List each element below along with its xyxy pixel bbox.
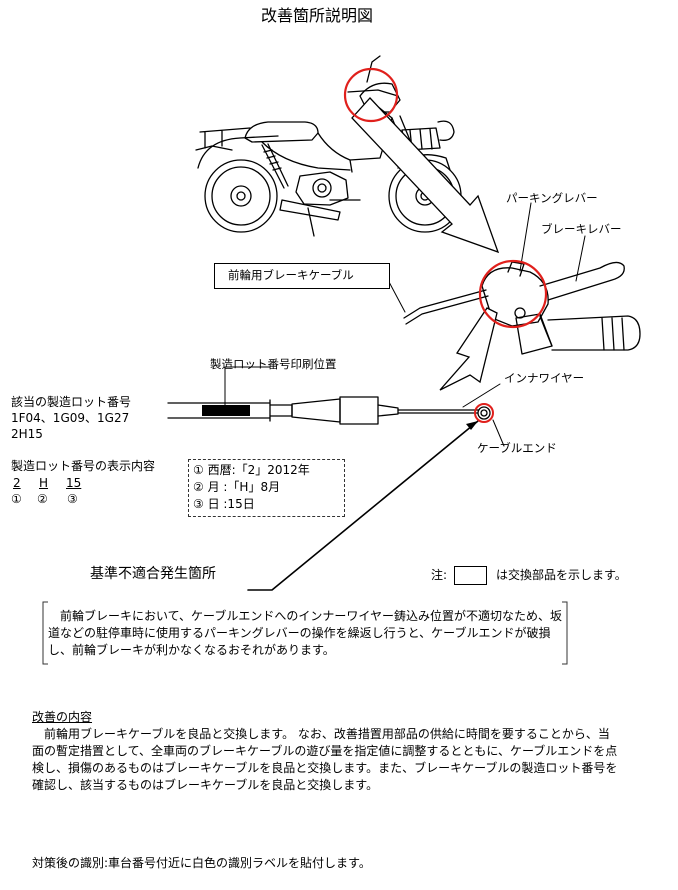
nonconformity-site-label: 基準不適合発生箇所 — [90, 566, 216, 582]
highlight-circle-cable-end — [474, 403, 494, 423]
replacement-part-legend-box — [454, 566, 487, 585]
improvement-line-2: 面の暫定措置として、全車両のブレーキケーブルの遊び量を指定値に調整するとともに、… — [32, 744, 618, 758]
front-brake-cable-label-box: 前輪用ブレーキケーブル — [214, 263, 390, 289]
legend-day: ③ 日 :15日 — [193, 497, 255, 511]
callout-arrow-handlebar — [351, 97, 500, 254]
lot-display-heading: 製造ロット番号の表示内容 — [11, 459, 156, 473]
brake-cable-diagram — [167, 396, 491, 425]
defect-description: 前輪ブレーキにおいて、ケーブルエンドへのインナーワイヤー鋳込み位置が不適切なため… — [40, 600, 570, 666]
note-text: は交換部品を示します。 — [496, 568, 627, 582]
label-brake-lever: ブレーキレバー — [541, 222, 622, 236]
label-inner-wire: インナワイヤー — [504, 371, 585, 385]
improvement-heading: 改善の内容 — [32, 710, 93, 724]
improvement-line-1: 前輪用ブレーキケーブルを良品と交換します。 なお、改善措置用部品の供給に時間を要… — [44, 727, 610, 741]
defect-line-1: 前輪ブレーキにおいて、ケーブルエンドへのインナーワイヤー鋳込み位置が不適切なため… — [60, 609, 562, 623]
highlight-circle-motorcycle — [343, 67, 399, 123]
applicable-lot-heading: 該当の製造ロット番号 — [11, 395, 132, 409]
improvement-line-4: 確認し、該当するものはブレーキケーブルを良品と交換します。 — [32, 778, 379, 792]
lot-digit-year: 2 — [13, 476, 21, 490]
lot-marker-1: ① — [11, 492, 22, 506]
defect-line-3: し、前輪ブレーキが利かなくなるおそれがあります。 — [48, 643, 335, 657]
handlebar-closeup — [403, 261, 641, 355]
bracket-lines — [42, 601, 568, 665]
lot-legend-box: ① 西暦:「2」2012年 ② 月 :「H」8月 ③ 日 :15日 — [188, 459, 345, 517]
motorcycle-illustration — [195, 55, 462, 237]
lot-marker-2: ② — [37, 492, 48, 506]
label-front-brake-cable: 前輪用ブレーキケーブル — [228, 268, 354, 282]
legend-year: ① 西暦:「2」2012年 — [193, 463, 310, 477]
improvement-body: 前輪用ブレーキケーブルを良品と交換します。 なお、改善措置用部品の供給に時間を要… — [32, 726, 617, 794]
page-title: 改善箇所説明図 — [261, 6, 374, 25]
label-lot-print-position: 製造ロット番号印刷位置 — [210, 357, 337, 371]
pointer-arrowhead — [466, 421, 478, 430]
lot-number-marker — [202, 405, 250, 416]
lot-digit-day: 15 — [66, 476, 82, 490]
label-parking-lever: パーキングレバー — [506, 191, 598, 205]
defect-line-2: 道などの駐停車時に使用するパーキングレバーの操作を繰返し行うと、ケーブルエンドが… — [48, 626, 551, 640]
note-prefix: 注: — [431, 568, 448, 582]
applicable-lot-codes: 1F04、1G09、1G27 — [11, 411, 130, 425]
lot-digit-month: H — [39, 476, 49, 490]
improvement-line-3: 検し、損傷のあるものはブレーキケーブルを良品と交換します。また、ブレーキケーブル… — [32, 761, 618, 775]
highlight-circle-lever — [478, 259, 548, 329]
label-cable-end: ケーブルエンド — [477, 441, 557, 455]
identification-note: 対策後の識別:車台番号付近に白色の識別ラベルを貼付します。 — [32, 856, 371, 870]
lot-marker-3: ③ — [67, 492, 78, 506]
callout-arrow-cable — [439, 307, 498, 391]
legend-month: ② 月 :「H」8月 — [193, 480, 281, 494]
applicable-lot-codes-2: 2H15 — [11, 427, 43, 441]
